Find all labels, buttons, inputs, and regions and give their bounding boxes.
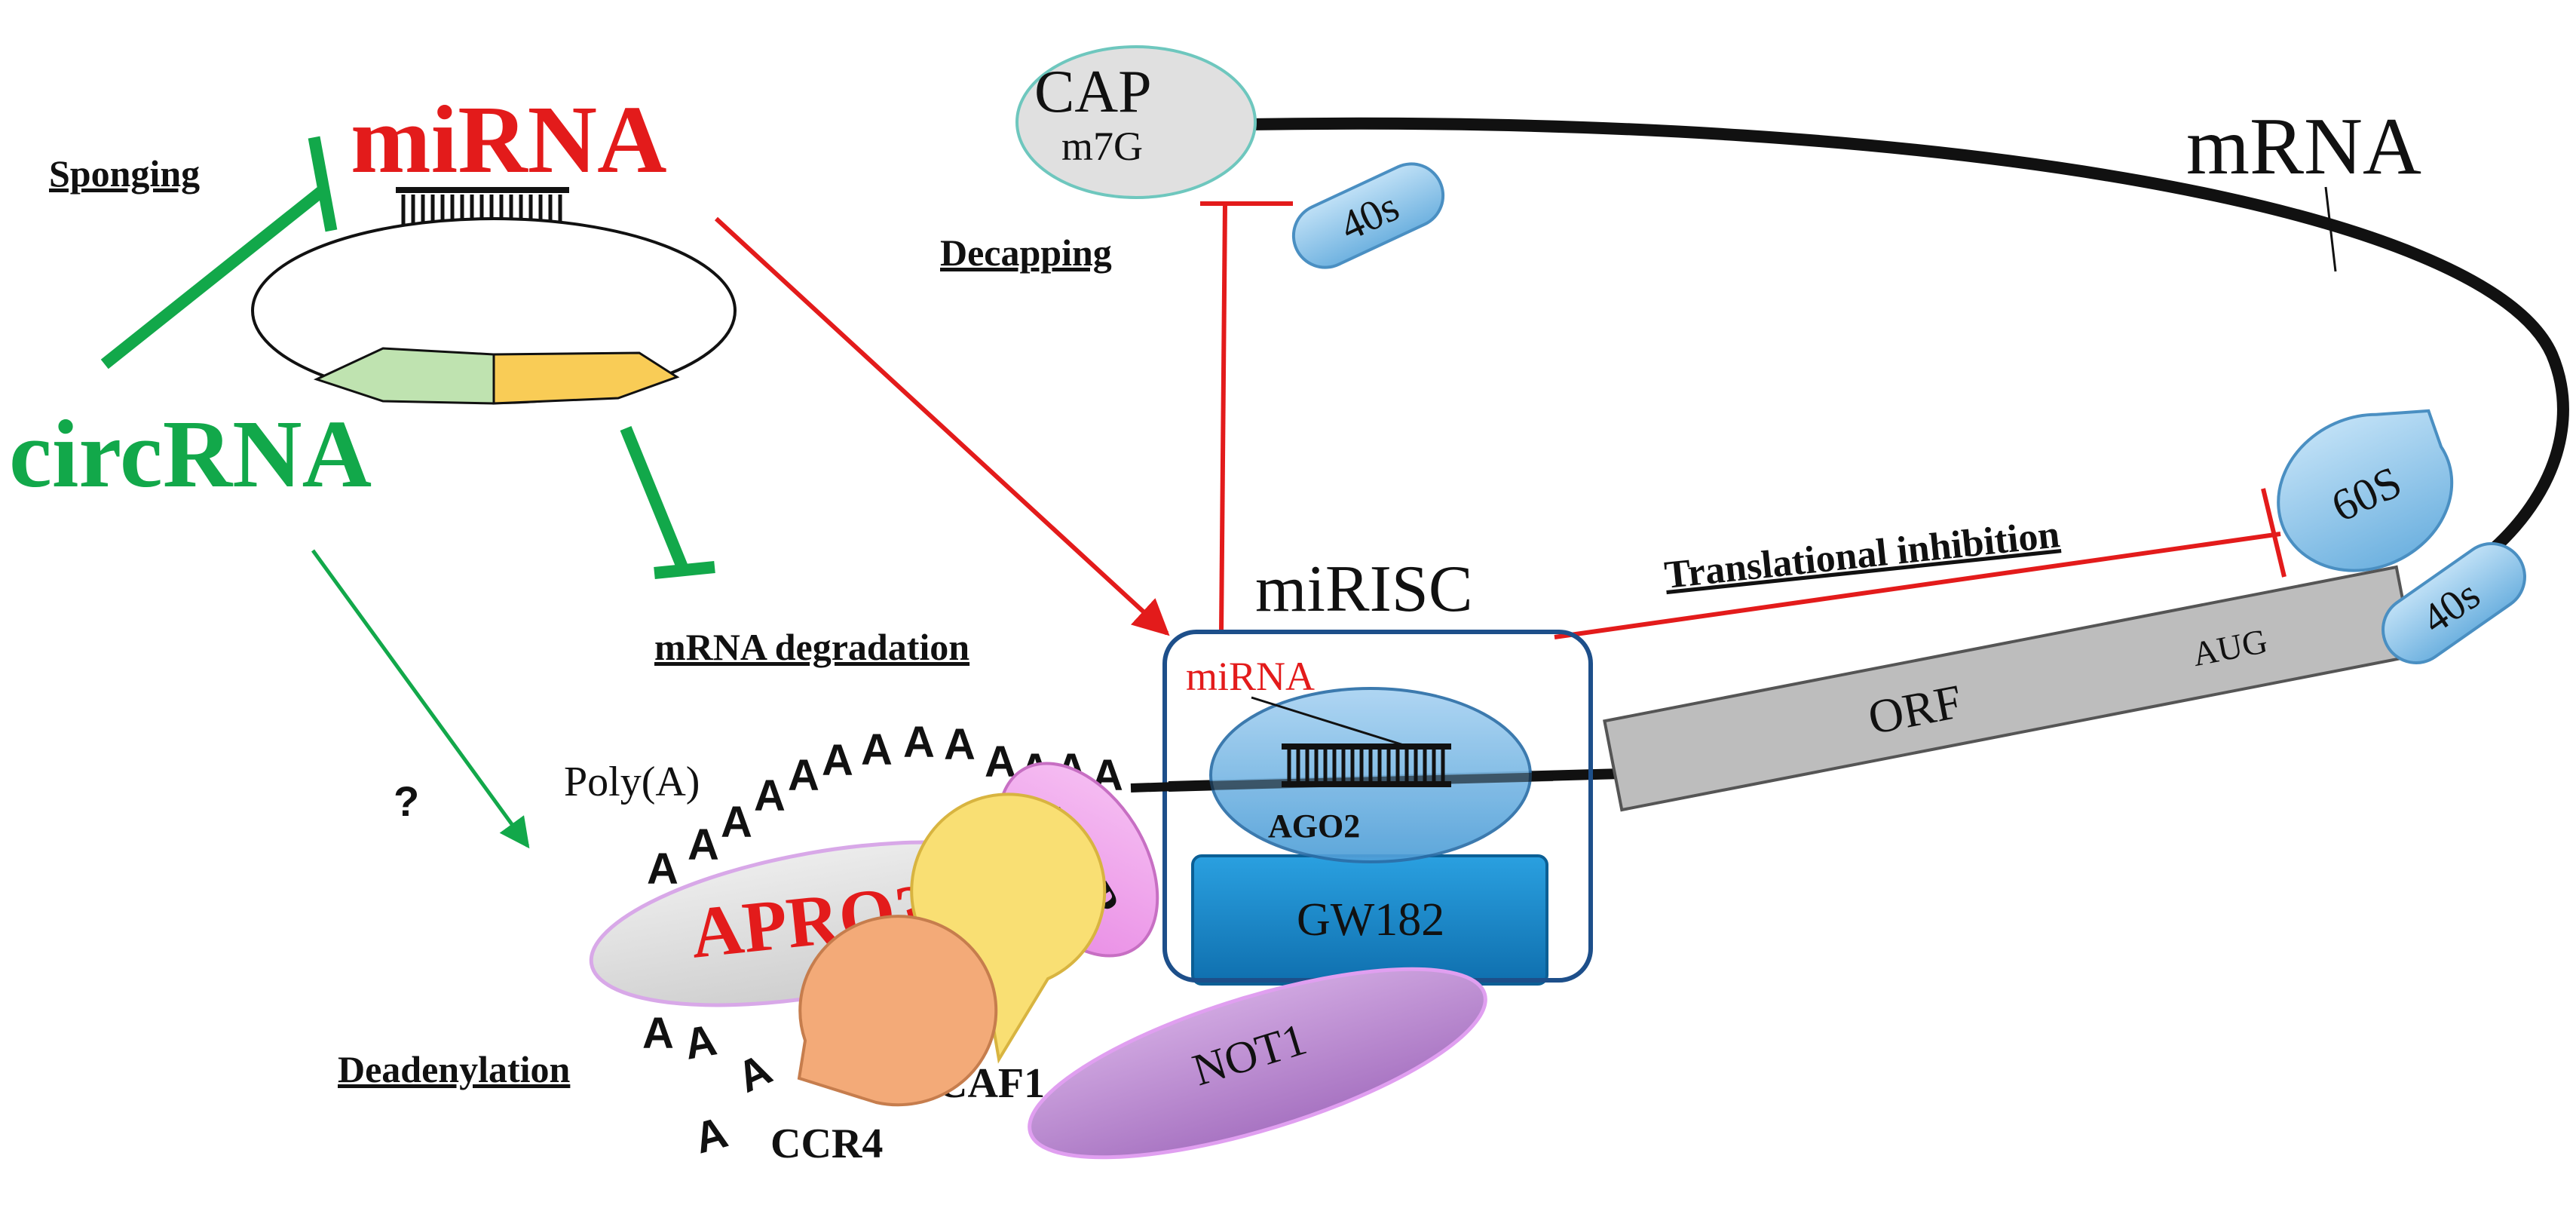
deadenylated-a-letter: A bbox=[690, 1108, 733, 1163]
mrna-degradation-label: mRNA degradation bbox=[654, 626, 969, 668]
poly-a-letter: A bbox=[647, 845, 678, 894]
poly-a-letter: A bbox=[944, 720, 976, 769]
poly-a-letter: A bbox=[788, 751, 819, 800]
mirna-comb-complex bbox=[1282, 743, 1451, 787]
poly-a-letter: A bbox=[822, 736, 853, 785]
sponging-inhibition-line bbox=[100, 136, 338, 369]
mirisc-complex: miRISC GW182 miRNA AGO2 bbox=[1162, 553, 1593, 986]
circrna-sponging-panel: Sponging miRNA circRNA mRNA degradation … bbox=[9, 86, 969, 849]
circrna-exon-yellow bbox=[492, 351, 680, 405]
deadenylation-label: Deadenylation bbox=[338, 1048, 571, 1090]
cap-label: CAP bbox=[1034, 59, 1152, 125]
deadenylated-a-letter: A bbox=[681, 1016, 721, 1069]
poly-a-letter: A bbox=[861, 725, 893, 774]
ccr4-label: CCR4 bbox=[770, 1121, 883, 1167]
circrna-to-apro-arrow bbox=[311, 549, 530, 849]
cap-group: CAP m7G bbox=[1015, 45, 1257, 199]
deadenylated-a-letter: A bbox=[642, 1009, 674, 1058]
orf-block: ORF AUG bbox=[1603, 565, 2415, 812]
poly-a-label: Poly(A) bbox=[564, 759, 700, 805]
degradation-inhibition-line bbox=[620, 425, 715, 579]
sponging-label: Sponging bbox=[49, 152, 200, 195]
mrna-loop bbox=[1247, 117, 2569, 628]
circrna-label: circRNA bbox=[9, 400, 372, 507]
decapping-label: Decapping bbox=[940, 231, 1112, 274]
gw182-label: GW182 bbox=[1297, 894, 1444, 946]
mrna-label: mRNA bbox=[2186, 102, 2421, 192]
mrna-to-pabp-segment bbox=[1130, 782, 1177, 793]
poly-a-letter: A bbox=[688, 820, 719, 869]
mirna-complex-pointer bbox=[1251, 696, 1409, 748]
cap-ellipse bbox=[1015, 45, 1257, 199]
translational-inhibition-label: Translational inhibition bbox=[1662, 513, 2062, 597]
mirna-complex-label: miRNA bbox=[1186, 654, 1315, 699]
mirisc-label: miRISC bbox=[1255, 553, 1473, 626]
not1-protein bbox=[1028, 967, 1487, 1160]
ccr4-protein bbox=[797, 915, 998, 1107]
ribosome-40s-top: 40s bbox=[1291, 162, 1445, 269]
poly-a-letter: A bbox=[754, 771, 786, 820]
ago2-label: AGO2 bbox=[1268, 808, 1360, 845]
decapping-inhibition-line bbox=[1200, 201, 1293, 633]
m7g-label: m7G bbox=[1061, 124, 1143, 169]
question-mark: ? bbox=[394, 777, 419, 825]
mrna-label-pointer bbox=[2324, 186, 2337, 272]
poly-a-letter: A bbox=[903, 718, 935, 767]
ribosome-60s: 60S bbox=[2277, 409, 2454, 572]
translational-inhibition-line bbox=[1554, 488, 2287, 639]
mirna-top-label: miRNA bbox=[351, 86, 667, 193]
mirna-to-mirisc-arrow bbox=[714, 216, 1170, 636]
deadenylated-a-letter: A bbox=[730, 1044, 779, 1102]
poly-a-letter: A bbox=[721, 798, 752, 847]
